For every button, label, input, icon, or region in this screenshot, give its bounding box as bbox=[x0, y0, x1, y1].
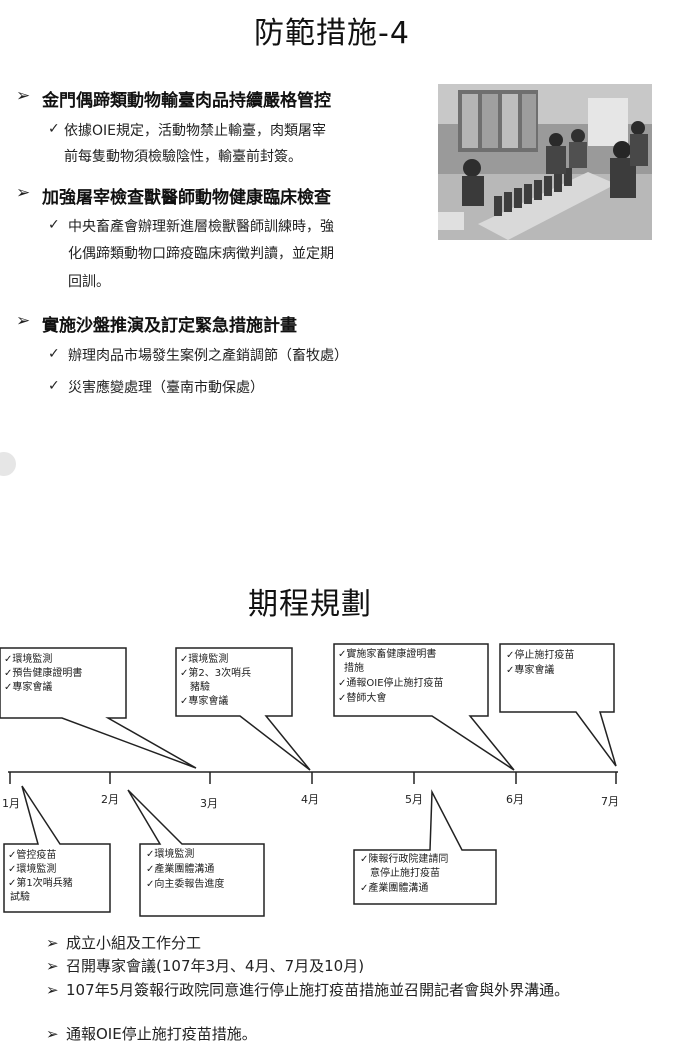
timeline-diagram: 1月 2月 3月 4月 5月 6月 7月 ✓環境監測 ✓預告健康證明書 ✓專家會… bbox=[0, 643, 619, 917]
sub-line: 前每隻動物須檢驗陰性，輸臺前封簽。 bbox=[64, 149, 302, 165]
callout-text: ✓第1次哨兵豬 bbox=[8, 876, 73, 889]
callout-text: ✓專家會議 bbox=[506, 663, 554, 676]
slide1-title: 防範措施-4 bbox=[254, 16, 410, 51]
callout-text: ✓預告健康證明書 bbox=[4, 666, 82, 679]
bottom-bullet: 通報OIE停止施打疫苗措施。 bbox=[66, 1025, 257, 1043]
sub-line: 化偶蹄類動物口蹄疫臨床病徵判讀，並定期 bbox=[68, 246, 334, 262]
check-icon: ✓ bbox=[48, 346, 60, 362]
bottom-bullet: 召開專家會議(107年3月、4月、7月及10月) bbox=[66, 957, 365, 975]
arrow-bullet-icon: ➢ bbox=[46, 957, 59, 975]
sub-line: 辦理肉品市場發生案例之產銷調節（畜牧處） bbox=[68, 348, 348, 364]
callout-box bbox=[0, 647, 197, 769]
bullet-heading-1: 金門偶蹄類動物輸臺肉品持續嚴格管控 bbox=[42, 91, 331, 111]
slide2-title: 期程規劃 bbox=[248, 587, 372, 622]
callout-text: ✓環境監測 bbox=[180, 652, 228, 665]
check-icon: ✓ bbox=[48, 121, 60, 137]
timeline-ticks bbox=[9, 772, 617, 784]
callout-text: ✓實施家畜健康證明書 bbox=[338, 647, 436, 660]
arrow-bullet-icon: ➢ bbox=[16, 183, 31, 203]
callout-text: 試驗 bbox=[10, 890, 30, 903]
callout-box bbox=[353, 789, 497, 905]
callout-box bbox=[127, 789, 265, 917]
month-label: 2月 bbox=[101, 793, 119, 806]
bottom-bullet: 成立小組及工作分工 bbox=[66, 934, 202, 952]
callout-text: ✓通報OIE停止施打疫苗 bbox=[338, 676, 444, 689]
arrow-bullet-icon: ➢ bbox=[16, 311, 31, 331]
sub-line: 災害應變處理（臺南市動保處） bbox=[68, 380, 264, 396]
inspection-photo bbox=[438, 84, 652, 240]
month-label: 3月 bbox=[200, 797, 218, 810]
callout-text: ✓產業團體溝通 bbox=[146, 862, 214, 875]
callout-box bbox=[333, 643, 515, 771]
bullet-heading-3: 實施沙盤推演及訂定緊急措施計畫 bbox=[42, 316, 297, 336]
callout-text: 措施 bbox=[344, 661, 364, 674]
month-label: 4月 bbox=[301, 793, 319, 806]
month-label: 1月 bbox=[2, 797, 20, 810]
callout-text: ✓向主委報告進度 bbox=[146, 877, 224, 890]
bottom-bullet: 107年5月簽報行政院同意進行停止施打疫苗措施並召開記者會與外界溝通。 bbox=[66, 981, 570, 999]
callout-text: ✓專家會議 bbox=[4, 680, 52, 693]
arrow-bullet-icon: ➢ bbox=[46, 934, 59, 952]
callout-text: ✓環境監測 bbox=[4, 652, 52, 665]
month-label: 5月 bbox=[405, 793, 423, 806]
arrow-bullet-icon: ➢ bbox=[16, 86, 31, 106]
check-icon: ✓ bbox=[48, 378, 60, 394]
callout-text: ✓產業團體溝通 bbox=[360, 881, 428, 894]
month-label: 7月 bbox=[601, 795, 619, 808]
bullet-heading-2: 加強屠宰檢查獸醫師動物健康臨床檢查 bbox=[42, 188, 331, 208]
sub-line: 回訓。 bbox=[68, 274, 110, 290]
callout-text: ✓管控疫苗 bbox=[8, 848, 56, 861]
check-icon: ✓ bbox=[48, 217, 60, 233]
callout-text: ✓替師大會 bbox=[338, 691, 386, 704]
callout-text: 意停止施打疫苗 bbox=[370, 866, 440, 879]
callout-text: ✓環境監測 bbox=[8, 862, 56, 875]
callout-text: ✓陳報行政院建請同 bbox=[360, 852, 448, 865]
callout-box bbox=[499, 643, 617, 767]
callout-box bbox=[3, 785, 111, 913]
callout-text: ✓停止施打疫苗 bbox=[506, 648, 574, 661]
arrow-bullet-icon: ➢ bbox=[46, 1025, 59, 1043]
hole-mark bbox=[0, 452, 16, 476]
callout-text: 豬驗 bbox=[190, 680, 210, 693]
arrow-bullet-icon: ➢ bbox=[46, 981, 59, 999]
callout-box bbox=[175, 647, 311, 771]
callout-text: ✓專家會議 bbox=[180, 694, 228, 707]
month-label: 6月 bbox=[506, 793, 524, 806]
sub-line: 依據OIE規定，活動物禁止輸臺，肉類屠宰 bbox=[64, 123, 326, 139]
callout-text: ✓第2、3次哨兵 bbox=[180, 666, 251, 679]
sub-line: 中央畜產會辦理新進層檢獸醫師訓練時，強 bbox=[68, 219, 334, 235]
callout-text: ✓環境監測 bbox=[146, 847, 194, 860]
